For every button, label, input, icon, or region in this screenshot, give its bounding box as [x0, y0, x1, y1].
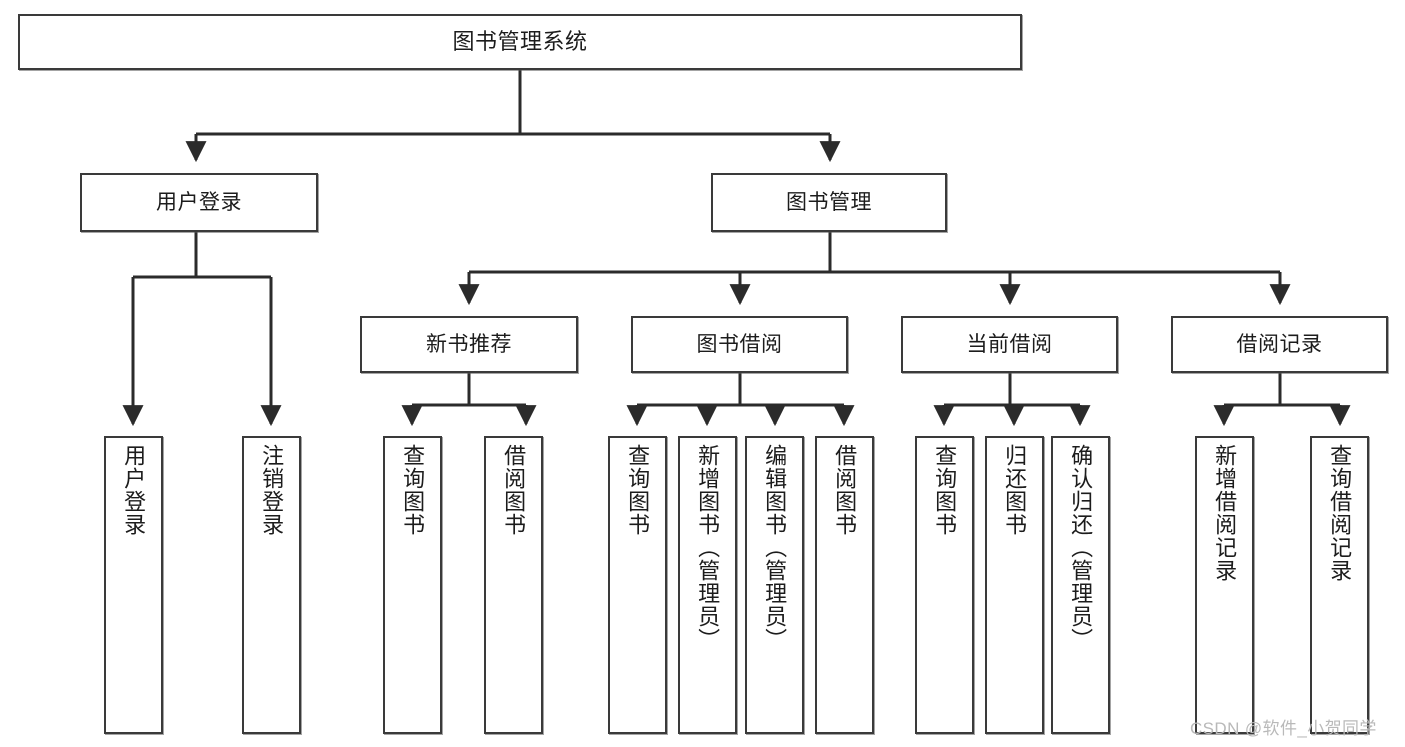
- node-label: 查询图书: [400, 444, 426, 536]
- leaf-query-book-current[interactable]: 查询图书: [915, 436, 974, 734]
- csdn-watermark: CSDN @软件_小贺同学: [1190, 714, 1377, 739]
- node-new-book-recommend[interactable]: 新书推荐: [360, 316, 578, 373]
- node-label: 图书借阅: [696, 332, 783, 356]
- node-user-login[interactable]: 用户登录: [80, 173, 318, 232]
- leaf-add-book-admin[interactable]: 新增图书（管理员）: [678, 436, 737, 734]
- node-label: 编辑图书（管理员）: [762, 444, 788, 651]
- leaf-query-book-recommend[interactable]: 查询图书: [383, 436, 442, 734]
- node-label: 用户登录: [121, 444, 147, 536]
- node-book-borrow[interactable]: 图书借阅: [631, 316, 848, 373]
- node-book-management[interactable]: 图书管理: [711, 173, 947, 232]
- node-label: 借阅图书: [832, 444, 858, 536]
- node-label: 查询图书: [625, 444, 651, 536]
- leaf-return-book[interactable]: 归还图书: [985, 436, 1044, 734]
- node-label: 新书推荐: [426, 332, 512, 356]
- node-label: 归还图书: [1002, 444, 1028, 536]
- node-label: 确认归还（管理员）: [1068, 444, 1094, 651]
- node-root-system[interactable]: 图书管理系统: [18, 14, 1022, 70]
- node-label: 借阅记录: [1236, 332, 1323, 356]
- node-label: 新增图书（管理员）: [695, 444, 721, 651]
- watermark-text: CSDN @软件_小贺同学: [1190, 719, 1377, 738]
- leaf-user-logout[interactable]: 注销登录: [242, 436, 301, 734]
- leaf-query-book-borrow[interactable]: 查询图书: [608, 436, 667, 734]
- node-label: 查询借阅记录: [1327, 444, 1353, 582]
- node-current-borrow[interactable]: 当前借阅: [901, 316, 1118, 373]
- leaf-borrow-book[interactable]: 借阅图书: [815, 436, 874, 734]
- node-label: 查询图书: [932, 444, 958, 536]
- leaf-user-login[interactable]: 用户登录: [104, 436, 163, 734]
- node-label: 借阅图书: [501, 444, 527, 536]
- node-label: 图书管理系统: [452, 28, 588, 54]
- node-borrow-records[interactable]: 借阅记录: [1171, 316, 1388, 373]
- leaf-add-borrow-record[interactable]: 新增借阅记录: [1195, 436, 1254, 734]
- leaf-edit-book-admin[interactable]: 编辑图书（管理员）: [745, 436, 804, 734]
- leaf-borrow-book-recommend[interactable]: 借阅图书: [484, 436, 543, 734]
- node-label: 注销登录: [259, 444, 285, 536]
- leaf-confirm-return-admin[interactable]: 确认归还（管理员）: [1051, 436, 1110, 734]
- leaf-query-borrow-record[interactable]: 查询借阅记录: [1310, 436, 1369, 734]
- node-label: 图书管理: [786, 190, 872, 214]
- node-label: 当前借阅: [966, 332, 1053, 356]
- node-label: 用户登录: [156, 190, 242, 214]
- node-label: 新增借阅记录: [1212, 444, 1238, 582]
